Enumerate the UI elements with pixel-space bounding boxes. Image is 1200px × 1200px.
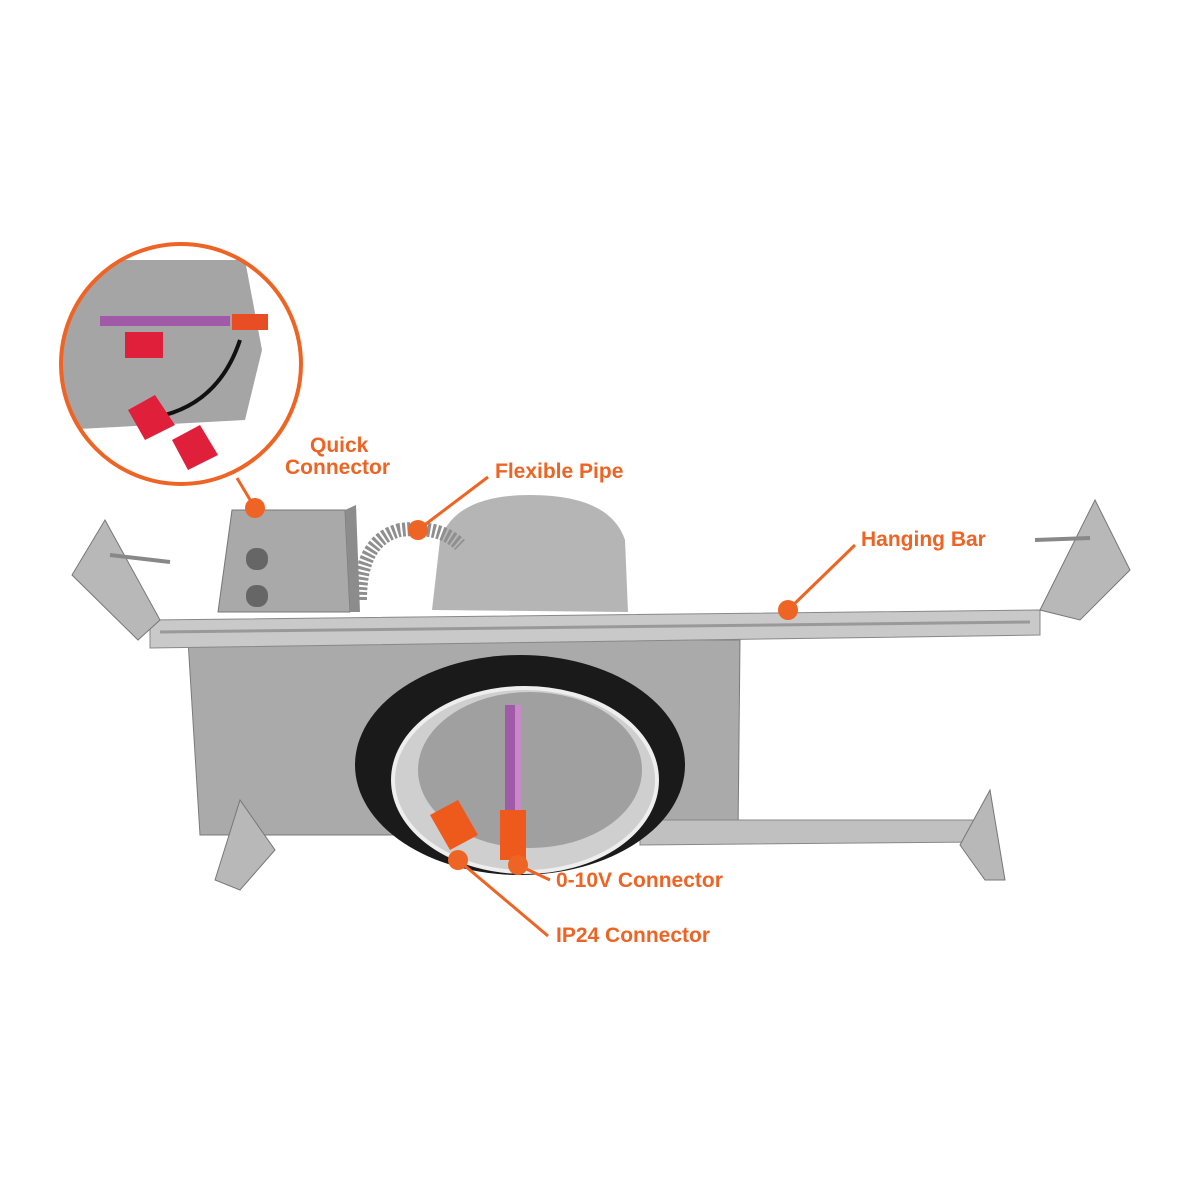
lower-hanging-bar: [639, 819, 981, 846]
junction-box: [217, 509, 351, 613]
ip24-dot: [448, 850, 468, 870]
inset-border: [59, 242, 303, 486]
zero-ten-v-connector-label: 0-10V Connector: [556, 869, 723, 892]
hanging-bar-dot: [778, 600, 798, 620]
ip24-connector-label: IP24 Connector: [556, 924, 711, 947]
flexible-pipe-dot: [408, 520, 428, 540]
quick-connector-label-line1: Quick: [310, 434, 369, 457]
flexible-pipe-label: Flexible Pipe: [495, 460, 624, 483]
ip24-connector-part: [430, 800, 478, 850]
hanging-bar: [149, 609, 1041, 649]
quick-connector-dot: [245, 498, 265, 518]
quick-connector-label-line2: Connector: [285, 456, 390, 479]
flexible-pipe: [353, 522, 465, 601]
zero-ten-v-connector-part: [500, 810, 526, 860]
quick-connector-inset: [61, 244, 301, 484]
housing-can: [432, 495, 628, 612]
hanging-bar-label: Hanging Bar: [861, 528, 986, 551]
zero-ten-v-dot: [508, 855, 528, 875]
quick-connector-label: Quick Connector: [285, 434, 390, 479]
